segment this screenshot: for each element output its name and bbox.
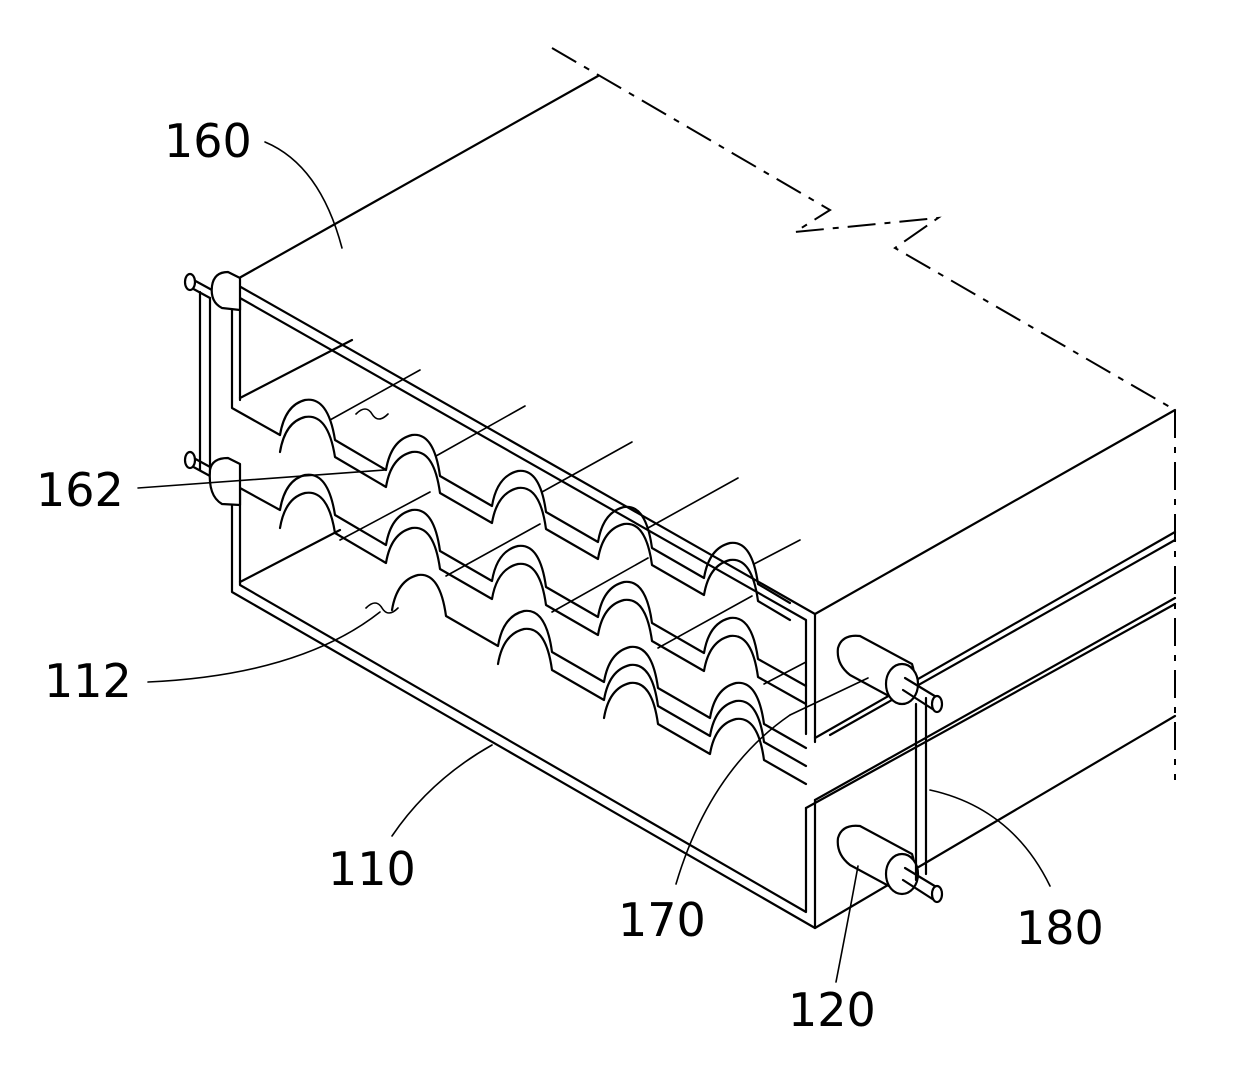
lower-corrugated-plate — [238, 473, 808, 786]
upper-module — [230, 47, 1177, 780]
label-112: 112 — [44, 654, 132, 708]
lower-module — [230, 470, 1177, 930]
label-162: 162 — [36, 463, 124, 517]
label-180: 180 — [1016, 901, 1104, 955]
right-lower-connector — [836, 824, 944, 904]
label-110: 110 — [328, 842, 416, 896]
leader-lines — [137, 141, 1051, 983]
upper-corrugated-plate — [278, 369, 801, 622]
label-160: 160 — [164, 114, 252, 168]
label-120: 120 — [788, 983, 876, 1037]
label-170: 170 — [618, 893, 706, 947]
right-upper-connector — [836, 634, 944, 714]
bus-bar — [914, 696, 928, 882]
